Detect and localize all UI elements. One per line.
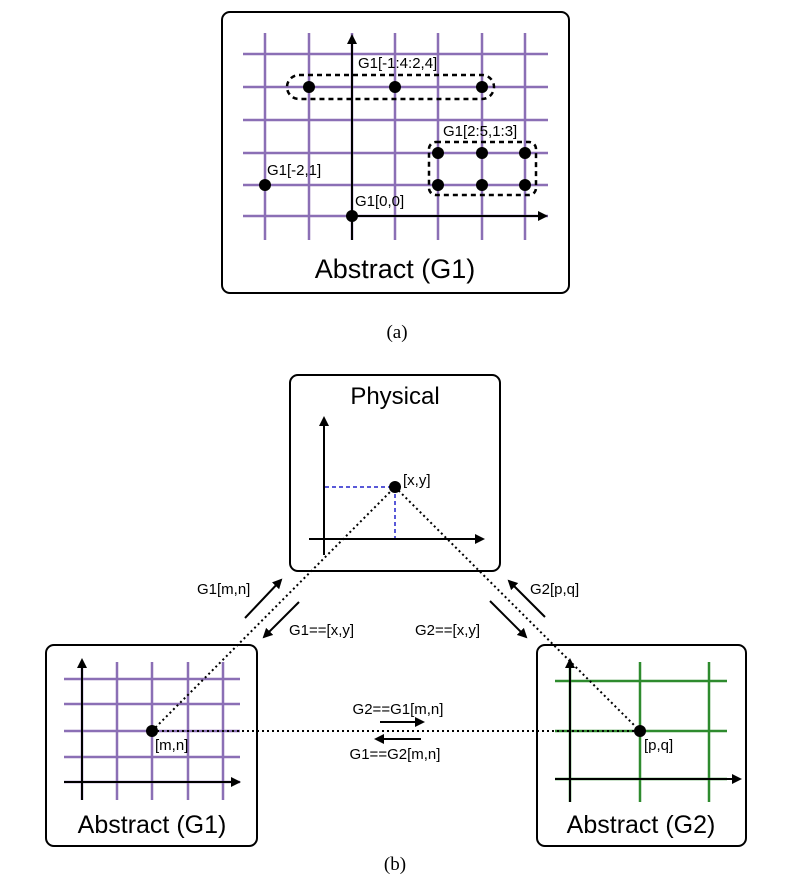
g1-title: Abstract (G1) — [78, 811, 227, 839]
label-g1-to-physical: G1[m,n] — [197, 581, 250, 598]
arrow-physical-to-g2 — [489, 600, 528, 639]
g2-point-label: [p,q] — [644, 737, 673, 754]
label-point-neg: G1[-2,1] — [267, 162, 321, 179]
panel-a-title: Abstract (G1) — [315, 254, 476, 284]
label-origin: G1[0,0] — [355, 193, 404, 210]
grid-point — [389, 81, 401, 93]
conversion-arrows — [244, 578, 546, 744]
g2-frame — [536, 644, 747, 847]
grid-point — [432, 147, 444, 159]
panel-b: Physical [x,y] — [45, 374, 747, 847]
grid-point — [476, 179, 488, 191]
label-physical-to-g1: G1==[x,y] — [289, 622, 354, 639]
panel-a: G1[-1:4:2,4] G1[2:5,1:3] G1[-2,1] G1[0,0… — [221, 11, 570, 294]
g1-point-label: [m,n] — [155, 737, 188, 754]
grid-points-a — [259, 81, 531, 222]
grid-point — [346, 210, 358, 222]
physical-frame — [289, 374, 501, 572]
label-physical-to-g2: G2==[x,y] — [415, 622, 480, 639]
grid-point — [476, 81, 488, 93]
range-row-outline — [285, 73, 496, 101]
physical-title: Physical — [350, 383, 439, 410]
grid-point — [303, 81, 315, 93]
mapping-lines — [151, 486, 641, 732]
range-block-outline — [427, 140, 538, 197]
g2-title: Abstract (G2) — [567, 811, 716, 839]
arrow-physical-to-g1 — [262, 601, 300, 639]
grid-point — [432, 179, 444, 191]
grid-point — [519, 179, 531, 191]
g2-box: [p,q] Abstract (G2) — [536, 644, 747, 847]
label-g2-to-physical: G2[p,q] — [530, 581, 579, 598]
label-range-block: G1[2:5,1:3] — [443, 123, 517, 140]
grid-point — [259, 179, 271, 191]
g1-box: [m,n] Abstract (G1) — [45, 644, 258, 847]
physical-box: Physical [x,y] — [289, 374, 501, 572]
arrow-g1-to-physical — [244, 578, 283, 619]
mapping-line-g1-physical — [151, 486, 396, 732]
caption-a: (a) — [386, 322, 407, 343]
label-g1-to-g2: G2==G1[m,n] — [353, 701, 444, 718]
grid-point — [519, 147, 531, 159]
label-g2-to-g1: G1==G2[m,n] — [350, 746, 441, 763]
physical-point-label: [x,y] — [403, 472, 431, 489]
label-range-row: G1[-1:4:2,4] — [358, 55, 437, 72]
arrow-g2-to-physical — [507, 579, 546, 618]
caption-b: (b) — [384, 854, 406, 875]
grid-point — [476, 147, 488, 159]
